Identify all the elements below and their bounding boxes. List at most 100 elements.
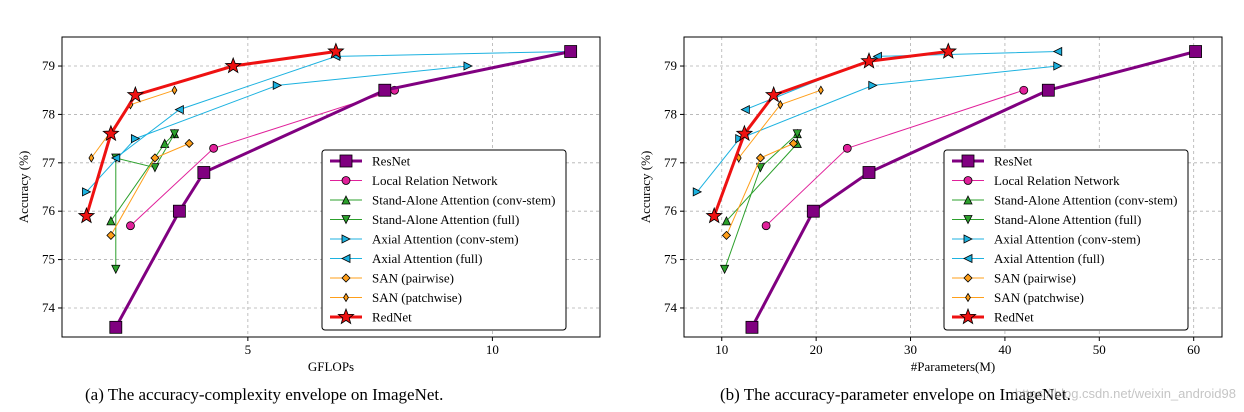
- series-resnet: [745, 45, 1202, 334]
- point-san-patchwise: [88, 153, 95, 163]
- legend-marker-san-pairwise: [963, 273, 973, 283]
- legend-label-san-pairwise: SAN (pairwise): [372, 271, 454, 286]
- point-resnet: [745, 320, 759, 334]
- point-san-pairwise: [755, 153, 766, 163]
- point-axial-attention-full: [740, 104, 750, 115]
- y-tick-label: 79: [664, 58, 677, 73]
- legend-marker-local-relation-network: [341, 176, 351, 185]
- series-axial-attention-full: [740, 46, 1063, 115]
- point-resnet: [378, 83, 392, 97]
- point-axial-attention-full: [872, 51, 882, 62]
- series-resnet: [109, 45, 578, 334]
- point-rednet: [939, 42, 957, 59]
- legend-label-rednet: RedNet: [372, 310, 412, 325]
- legend-box: [321, 149, 567, 331]
- series-san-pairwise: [106, 138, 194, 240]
- series-stand-alone-attention-conv-stem: [106, 128, 180, 226]
- legend-label-stand-alone-attention-conv-stem: Stand-Alone Attention (conv-stem): [994, 193, 1177, 208]
- legend-marker-san-pairwise: [341, 273, 351, 283]
- series-rednet: [77, 42, 345, 224]
- point-stand-alone-attention-full: [719, 264, 730, 275]
- point-resnet: [862, 166, 876, 179]
- legend-marker-san-patchwise: [343, 292, 349, 303]
- series-line-axial-attention-full: [115, 51, 571, 159]
- y-tick-label: 77: [664, 155, 678, 170]
- point-axial-attention-conv-stem: [130, 133, 141, 144]
- legend-label-san-pairwise: SAN (pairwise): [994, 271, 1076, 286]
- legend-label-axial-attention-full: Axial Attention (full): [372, 251, 482, 266]
- x-tick-label: 10: [486, 342, 499, 357]
- point-stand-alone-attention-full: [150, 163, 160, 173]
- point-san-pairwise: [150, 153, 160, 163]
- point-resnet: [197, 166, 211, 179]
- point-stand-alone-attention-conv-stem: [106, 215, 116, 226]
- y-tick-label: 76: [664, 203, 678, 218]
- legend-label-axial-attention-full: Axial Attention (full): [994, 251, 1104, 266]
- x-tick-label: 20: [810, 342, 823, 357]
- point-stand-alone-attention-full: [169, 129, 180, 139]
- series-stand-alone-attention-conv-stem: [721, 128, 802, 226]
- y-tick-label: 74: [42, 300, 56, 315]
- series-line-axial-attention-conv-stem: [86, 65, 468, 193]
- series-rednet: [705, 42, 957, 224]
- point-axial-attention-conv-stem: [868, 80, 878, 91]
- series-local-relation-network: [761, 85, 1029, 231]
- caption-b: (b) The accuracy-parameter envelope on I…: [720, 385, 1071, 404]
- legend-box: [943, 149, 1189, 331]
- point-axial-attention-full: [110, 153, 121, 163]
- x-axis-label: GFLOPs: [308, 359, 354, 374]
- legend-marker-rednet: [959, 307, 977, 325]
- legend-label-local-relation-network: Local Relation Network: [994, 173, 1120, 188]
- y-axis-label: Accuracy (%): [638, 151, 653, 224]
- x-tick-label: 60: [1187, 342, 1200, 357]
- point-san-pairwise: [788, 138, 799, 149]
- point-san-patchwise: [171, 85, 178, 96]
- plot-frame: [683, 36, 1223, 338]
- point-resnet: [109, 320, 123, 334]
- y-tick-label: 75: [42, 252, 55, 267]
- point-local-relation-network: [842, 143, 852, 153]
- point-stand-alone-attention-full: [111, 264, 121, 275]
- plot-frame: [61, 36, 601, 338]
- legend-marker-local-relation-network: [963, 176, 973, 185]
- y-tick-label: 74: [664, 300, 678, 315]
- caption-a: (a) The accuracy-complexity envelope on …: [85, 385, 444, 404]
- x-tick-label: 50: [1093, 342, 1106, 357]
- point-axial-attention-full: [1052, 46, 1063, 57]
- point-local-relation-network: [126, 221, 135, 231]
- x-tick-label: 40: [998, 342, 1011, 357]
- legend-label-resnet: ResNet: [994, 154, 1033, 169]
- legend-marker-rednet: [337, 307, 355, 325]
- series-line-axial-attention-conv-stem: [696, 65, 1058, 193]
- point-stand-alone-attention-full: [755, 163, 766, 173]
- legend-label-stand-alone-attention-full: Stand-Alone Attention (full): [994, 212, 1141, 227]
- legend-marker-axial-attention-full: [963, 253, 973, 264]
- y-tick-label: 78: [664, 106, 677, 121]
- legend-label-local-relation-network: Local Relation Network: [372, 173, 498, 188]
- point-local-relation-network: [1019, 85, 1029, 95]
- legend-label-san-patchwise: SAN (patchwise): [372, 290, 462, 305]
- series-san-patchwise: [735, 85, 824, 163]
- legend-marker-axial-attention-conv-stem: [341, 234, 351, 244]
- legend-marker-resnet: [339, 154, 353, 168]
- legend-marker-stand-alone-attention-conv-stem: [963, 195, 973, 205]
- series-san-pairwise: [721, 138, 799, 240]
- point-stand-alone-attention-conv-stem: [160, 138, 170, 148]
- legend-label-axial-attention-conv-stem: Axial Attention (conv-stem): [994, 232, 1141, 247]
- legend-label-stand-alone-attention-full: Stand-Alone Attention (full): [372, 212, 519, 227]
- point-rednet: [764, 85, 783, 103]
- point-local-relation-network: [761, 221, 771, 231]
- legend-marker-san-patchwise: [965, 292, 971, 303]
- point-san-pairwise: [106, 230, 116, 240]
- point-san-pairwise: [721, 230, 732, 240]
- legend-label-rednet: RedNet: [994, 310, 1034, 325]
- legend-label-san-patchwise: SAN (patchwise): [994, 290, 1084, 305]
- point-axial-attention-conv-stem: [82, 187, 92, 197]
- point-resnet: [1189, 45, 1202, 58]
